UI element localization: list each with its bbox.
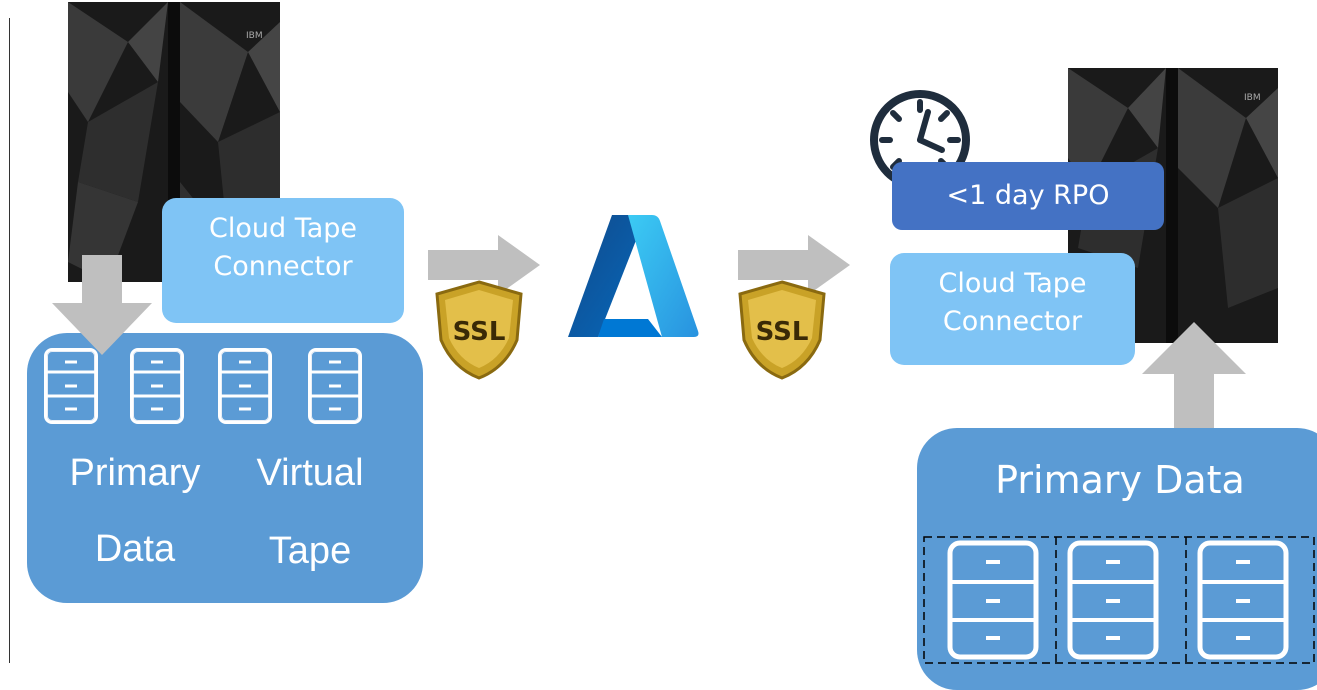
right-primary-data-title: Primary Data bbox=[995, 458, 1245, 502]
rpo-badge: <1 day RPO bbox=[892, 162, 1164, 230]
right-cloud-tape-connector: Cloud Tape Connector bbox=[890, 253, 1135, 365]
right-storage-group bbox=[923, 536, 1315, 664]
ssl-shield-icon: SSL bbox=[435, 280, 523, 380]
up-arrow-icon bbox=[1142, 322, 1246, 430]
divider-line bbox=[9, 18, 10, 663]
left-server-brand: IBM bbox=[246, 31, 263, 41]
right-primary-data-panel bbox=[917, 428, 1317, 690]
right-arrow-icon bbox=[428, 235, 540, 295]
down-arrow-icon bbox=[52, 255, 152, 355]
left-cloud-tape-connector: Cloud Tape Connector bbox=[162, 198, 404, 323]
right-connector-line2: Connector bbox=[942, 306, 1083, 337]
ssl-shield-icon: SSL bbox=[738, 280, 826, 380]
right-connector-line1: Cloud Tape bbox=[938, 268, 1087, 299]
right-arrow-icon bbox=[738, 235, 850, 295]
ssl-label: SSL bbox=[453, 317, 506, 347]
azure-logo-icon bbox=[568, 215, 699, 337]
ssl-label: SSL bbox=[756, 317, 809, 347]
cabinet-drawers bbox=[47, 360, 359, 411]
left-virtual-label-line2: Tape bbox=[268, 530, 352, 572]
left-primary-label-line1: Primary bbox=[69, 452, 201, 494]
left-virtual-label-line1: Virtual bbox=[256, 452, 364, 494]
right-server-brand: IBM bbox=[1244, 93, 1261, 103]
left-primary-label-line2: Data bbox=[94, 528, 176, 570]
left-connector-line1: Cloud Tape bbox=[208, 213, 358, 244]
left-connector-line2: Connector bbox=[213, 251, 353, 282]
